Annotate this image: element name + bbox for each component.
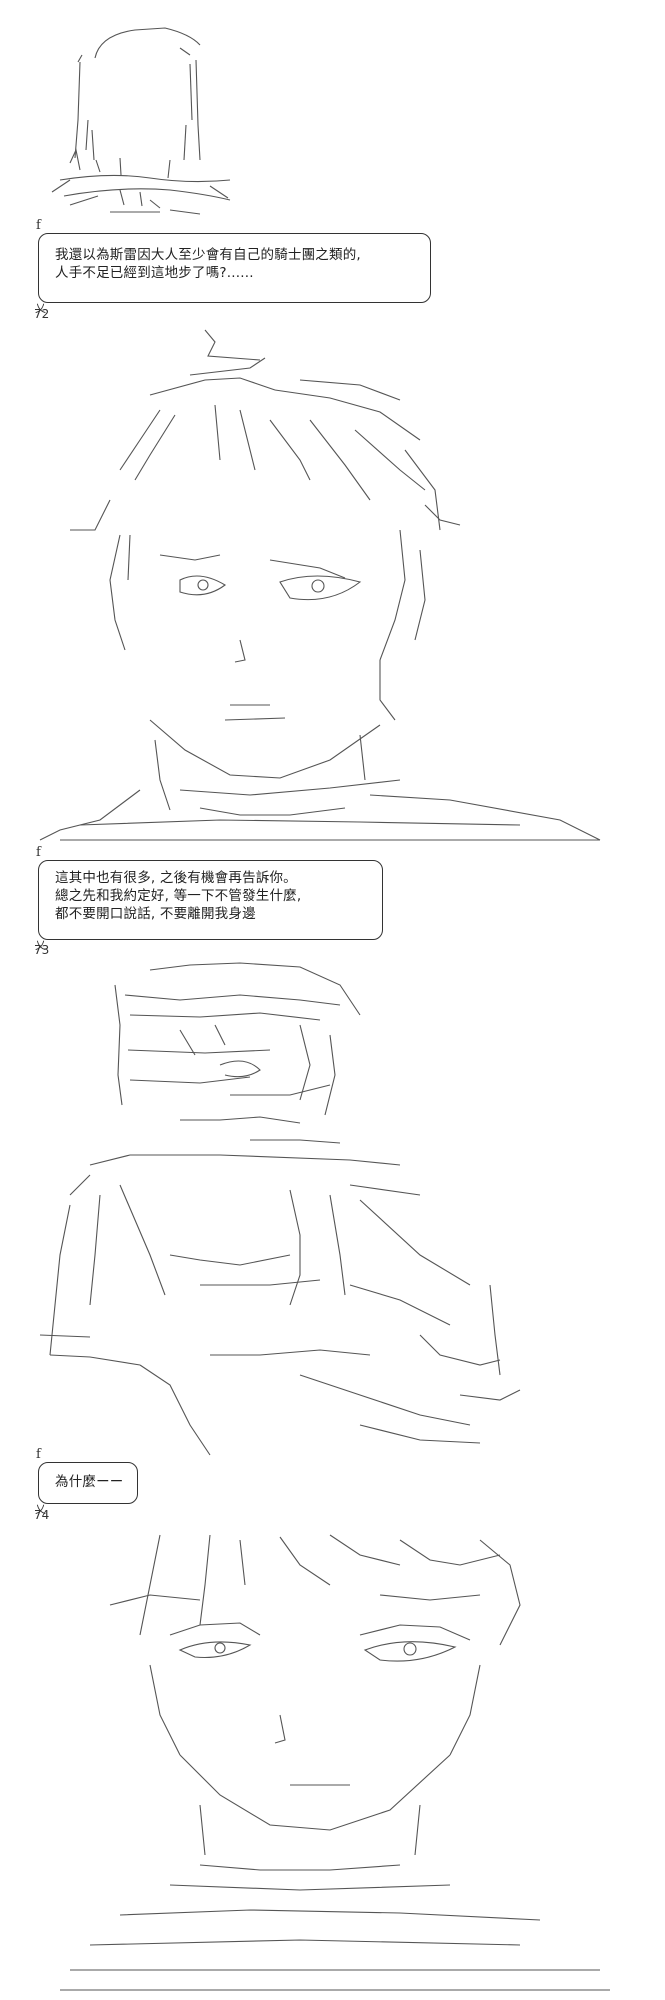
dialogue-line: 我還以為斯雷因大人至少會有自己的騎士團之類的, xyxy=(55,247,361,263)
panel-75-artwork xyxy=(0,1525,665,2000)
dialogue-line: 為什麼ーー xyxy=(55,1474,124,1490)
panel-number: 74 xyxy=(34,1508,50,1522)
ascii-art-figure-back xyxy=(0,0,665,225)
speech-bubble-72: f 我還以為斯雷因大人至少會有自己的騎士團之類的, 人手不足已經到這地步了嗎?.… xyxy=(35,218,431,315)
ascii-art-face-closeup xyxy=(0,320,665,855)
dialogue-line: 人手不足已經到這地步了嗎?...... xyxy=(55,265,254,281)
dialogue-line: 都不要開口說話, 不要離開我身邊 xyxy=(55,906,256,922)
dialogue-line: 這其中也有很多, 之後有機會再告訴你。 xyxy=(55,870,297,886)
panel-73-artwork xyxy=(0,320,665,855)
panel-74-artwork xyxy=(0,955,665,1460)
panel-71-artwork xyxy=(0,0,665,225)
bubble-tail-mark-top: f xyxy=(36,218,41,233)
dialogue-line: 總之先和我約定好, 等一下不管發生什麼, xyxy=(55,888,302,904)
speech-bubble-74: f 為什麼ーー 乂 xyxy=(35,1447,138,1516)
bubble-tail-mark-bottom: 乂 xyxy=(35,939,46,952)
ascii-art-face-closeup-bottom xyxy=(0,1525,665,2000)
bubble-tail-mark-bottom: 乂 xyxy=(35,1503,46,1516)
panel-number: 72 xyxy=(34,307,50,321)
panel-number: 73 xyxy=(34,943,50,957)
bubble-tail-mark-top: f xyxy=(36,1447,41,1462)
ascii-art-figure-reaching xyxy=(0,955,665,1460)
bubble-tail-mark-bottom: 乂 xyxy=(35,302,46,315)
speech-bubble-73: f 這其中也有很多, 之後有機會再告訴你。 總之先和我約定好, 等一下不管發生什… xyxy=(35,845,383,952)
bubble-tail-mark-top: f xyxy=(36,845,41,860)
